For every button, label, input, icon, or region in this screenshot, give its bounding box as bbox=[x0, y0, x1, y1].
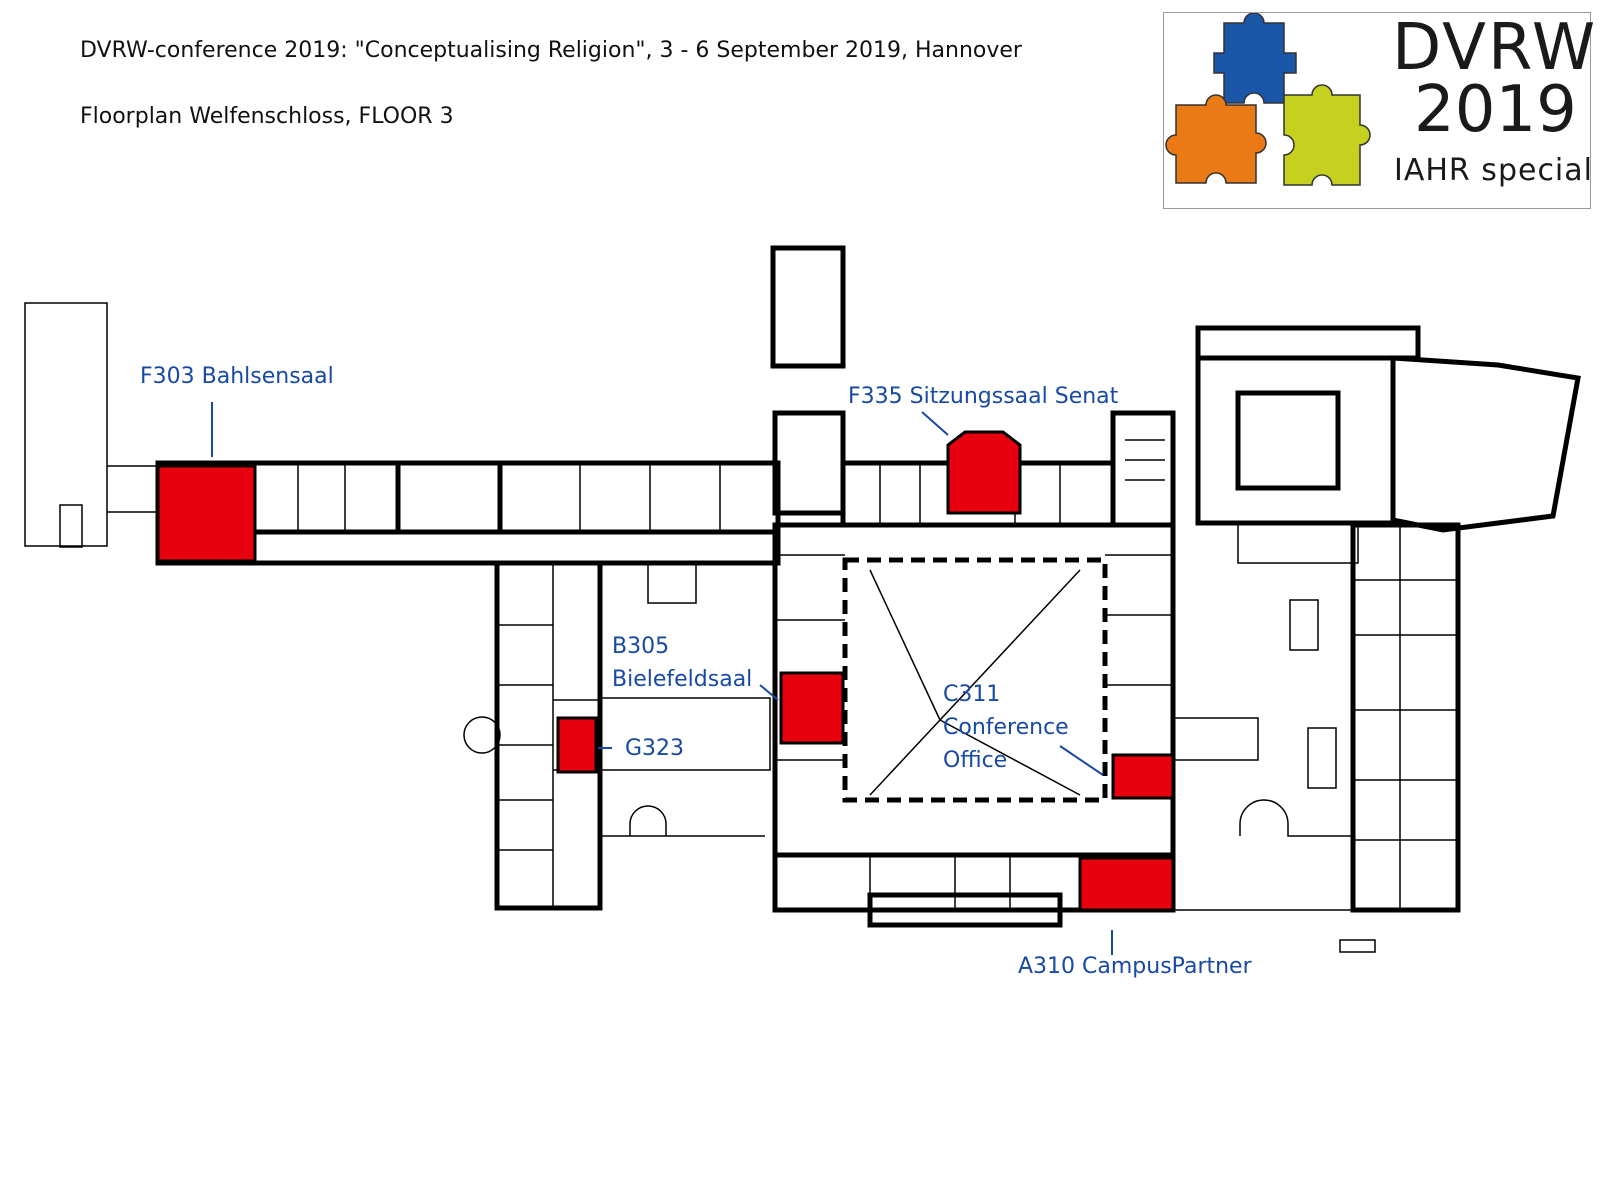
annex-outline bbox=[24, 302, 108, 547]
dvrw-logo: DVRW 2019 IAHR special bbox=[1163, 11, 1595, 209]
room-f303[interactable] bbox=[156, 464, 257, 563]
label-c311-name: Conference bbox=[943, 715, 1069, 740]
label-a310: A310 CampusPartner bbox=[1018, 954, 1252, 979]
room-a310[interactable] bbox=[1078, 856, 1175, 912]
room-b305[interactable] bbox=[779, 671, 845, 745]
inner-courtyard bbox=[842, 557, 1108, 803]
page-subtitle: Floorplan Welfenschloss, FLOOR 3 bbox=[80, 104, 454, 129]
puzzle-pieces-icon bbox=[1165, 12, 1371, 186]
label-c311: C311 Conference Office bbox=[943, 678, 1069, 777]
east-block bbox=[1195, 355, 1396, 526]
east-wing bbox=[1390, 355, 1581, 533]
room-f335[interactable] bbox=[946, 430, 1022, 515]
label-f335: F335 Sitzungssaal Senat bbox=[848, 384, 1119, 409]
label-b305: B305 Bielefeldsaal bbox=[612, 630, 752, 696]
room-g323[interactable] bbox=[556, 716, 598, 774]
label-c311-name2: Office bbox=[943, 748, 1008, 773]
label-b305-number: B305 bbox=[612, 634, 670, 659]
label-f303: F303 Bahlsensaal bbox=[140, 364, 334, 389]
page-title: DVRW-conference 2019: "Conceptualising R… bbox=[80, 38, 1022, 63]
label-g323: G323 bbox=[625, 736, 685, 761]
logo-tagline: IAHR special bbox=[1394, 153, 1593, 188]
north-tower bbox=[770, 245, 846, 369]
label-c311-number: C311 bbox=[943, 682, 1001, 707]
far-east-wing bbox=[1350, 522, 1461, 913]
label-b305-name: Bielefeldsaal bbox=[612, 667, 753, 692]
logo-year: 2019 bbox=[1414, 73, 1577, 147]
logo-name: DVRW bbox=[1392, 11, 1598, 85]
room-c311[interactable] bbox=[1111, 753, 1175, 800]
